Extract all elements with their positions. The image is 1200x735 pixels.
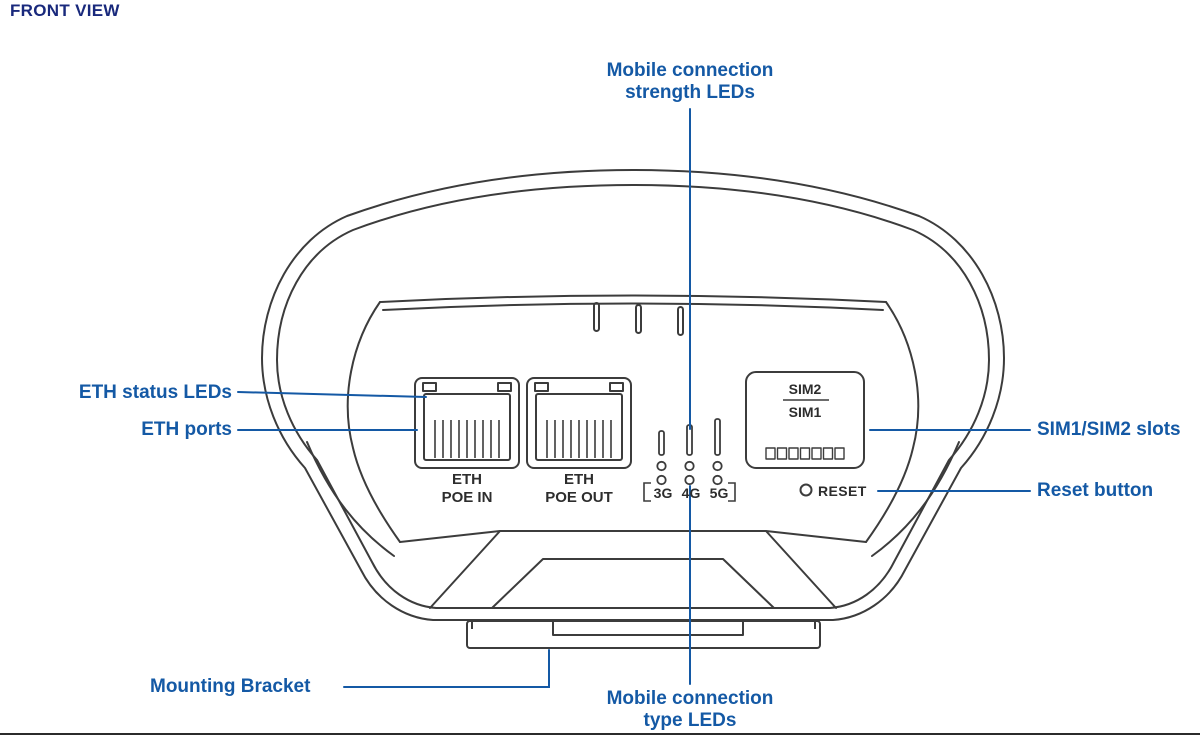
bottom-trapezoid <box>429 530 837 609</box>
vent-slot-2 <box>635 304 642 334</box>
callout-type-leds-line1: Mobile connection <box>606 688 774 709</box>
eth-pins <box>434 420 500 458</box>
eth-status-led-left <box>534 382 549 392</box>
callout-sim-slots: SIM1/SIM2 slots <box>1037 419 1181 440</box>
callout-strength-leds-line2: strength LEDs <box>625 82 755 103</box>
eth-port-poe-out <box>526 377 632 469</box>
vent-slot-1 <box>593 302 600 332</box>
callout-reset-button: Reset button <box>1037 480 1154 501</box>
vent-slot-3 <box>677 306 684 336</box>
bottom-border <box>0 733 1200 735</box>
page-title: FRONT VIEW <box>10 1 120 20</box>
callout-mounting-bracket: Mounting Bracket <box>150 676 311 697</box>
sim-slot-drawing <box>745 371 865 469</box>
eth-poe-in-label-line2: POE IN <box>441 489 493 506</box>
eth-status-led-right <box>609 382 624 392</box>
led-label-4g: 4G <box>681 485 701 501</box>
face-right-edge <box>865 301 920 543</box>
device-shell <box>261 169 1005 621</box>
callout-lines <box>237 108 1031 688</box>
shell-inner <box>276 184 990 609</box>
bottom-shelf <box>399 530 867 543</box>
callout-eth-status-leds: ETH status LEDs <box>78 382 232 403</box>
led-label-3g: 3G <box>653 485 673 501</box>
eth-poe-in-label-line1: ETH <box>452 471 482 488</box>
callout-strength-leds-line1: Mobile connection <box>606 60 774 81</box>
callout-line-mounting-bracket <box>343 649 550 688</box>
callout-type-leds-line2: type LEDs <box>643 710 737 731</box>
face-left-edge <box>346 301 401 543</box>
left-crease <box>306 441 395 557</box>
reset-label: RESET <box>818 483 867 499</box>
eth-poe-in-label: ETH POE IN <box>407 471 527 507</box>
callout-type-leds: Mobile connection type LEDs <box>540 688 840 732</box>
shell-outer <box>261 169 1005 621</box>
callout-eth-ports: ETH ports <box>141 419 232 440</box>
reset-button-circle <box>799 483 813 497</box>
right-crease <box>871 441 960 557</box>
mounting-bracket-drawing <box>466 620 821 649</box>
eth-port-poe-in <box>414 377 520 469</box>
callout-strength-leds: Mobile connection strength LEDs <box>540 60 840 104</box>
eth-poe-out-label-line2: POE OUT <box>545 489 613 506</box>
face-top-edge <box>379 294 887 303</box>
eth-status-led-right <box>497 382 512 392</box>
sim1-label: SIM1 <box>788 404 822 420</box>
callout-line-eth-status-leds <box>237 391 427 398</box>
eth-poe-out-label: ETH POE OUT <box>519 471 639 507</box>
sim2-label: SIM2 <box>788 381 822 397</box>
bottom-trapezoid-inner <box>491 558 775 609</box>
led-label-brackets <box>643 482 736 502</box>
sim-contacts <box>765 447 845 460</box>
eth-status-led-left <box>422 382 437 392</box>
eth-poe-out-label-line1: ETH <box>564 471 594 488</box>
mobile-type-leds <box>643 460 736 502</box>
eth-pins <box>546 420 612 458</box>
led-label-5g: 5G <box>709 485 729 501</box>
face-top-edge-2 <box>382 302 884 311</box>
